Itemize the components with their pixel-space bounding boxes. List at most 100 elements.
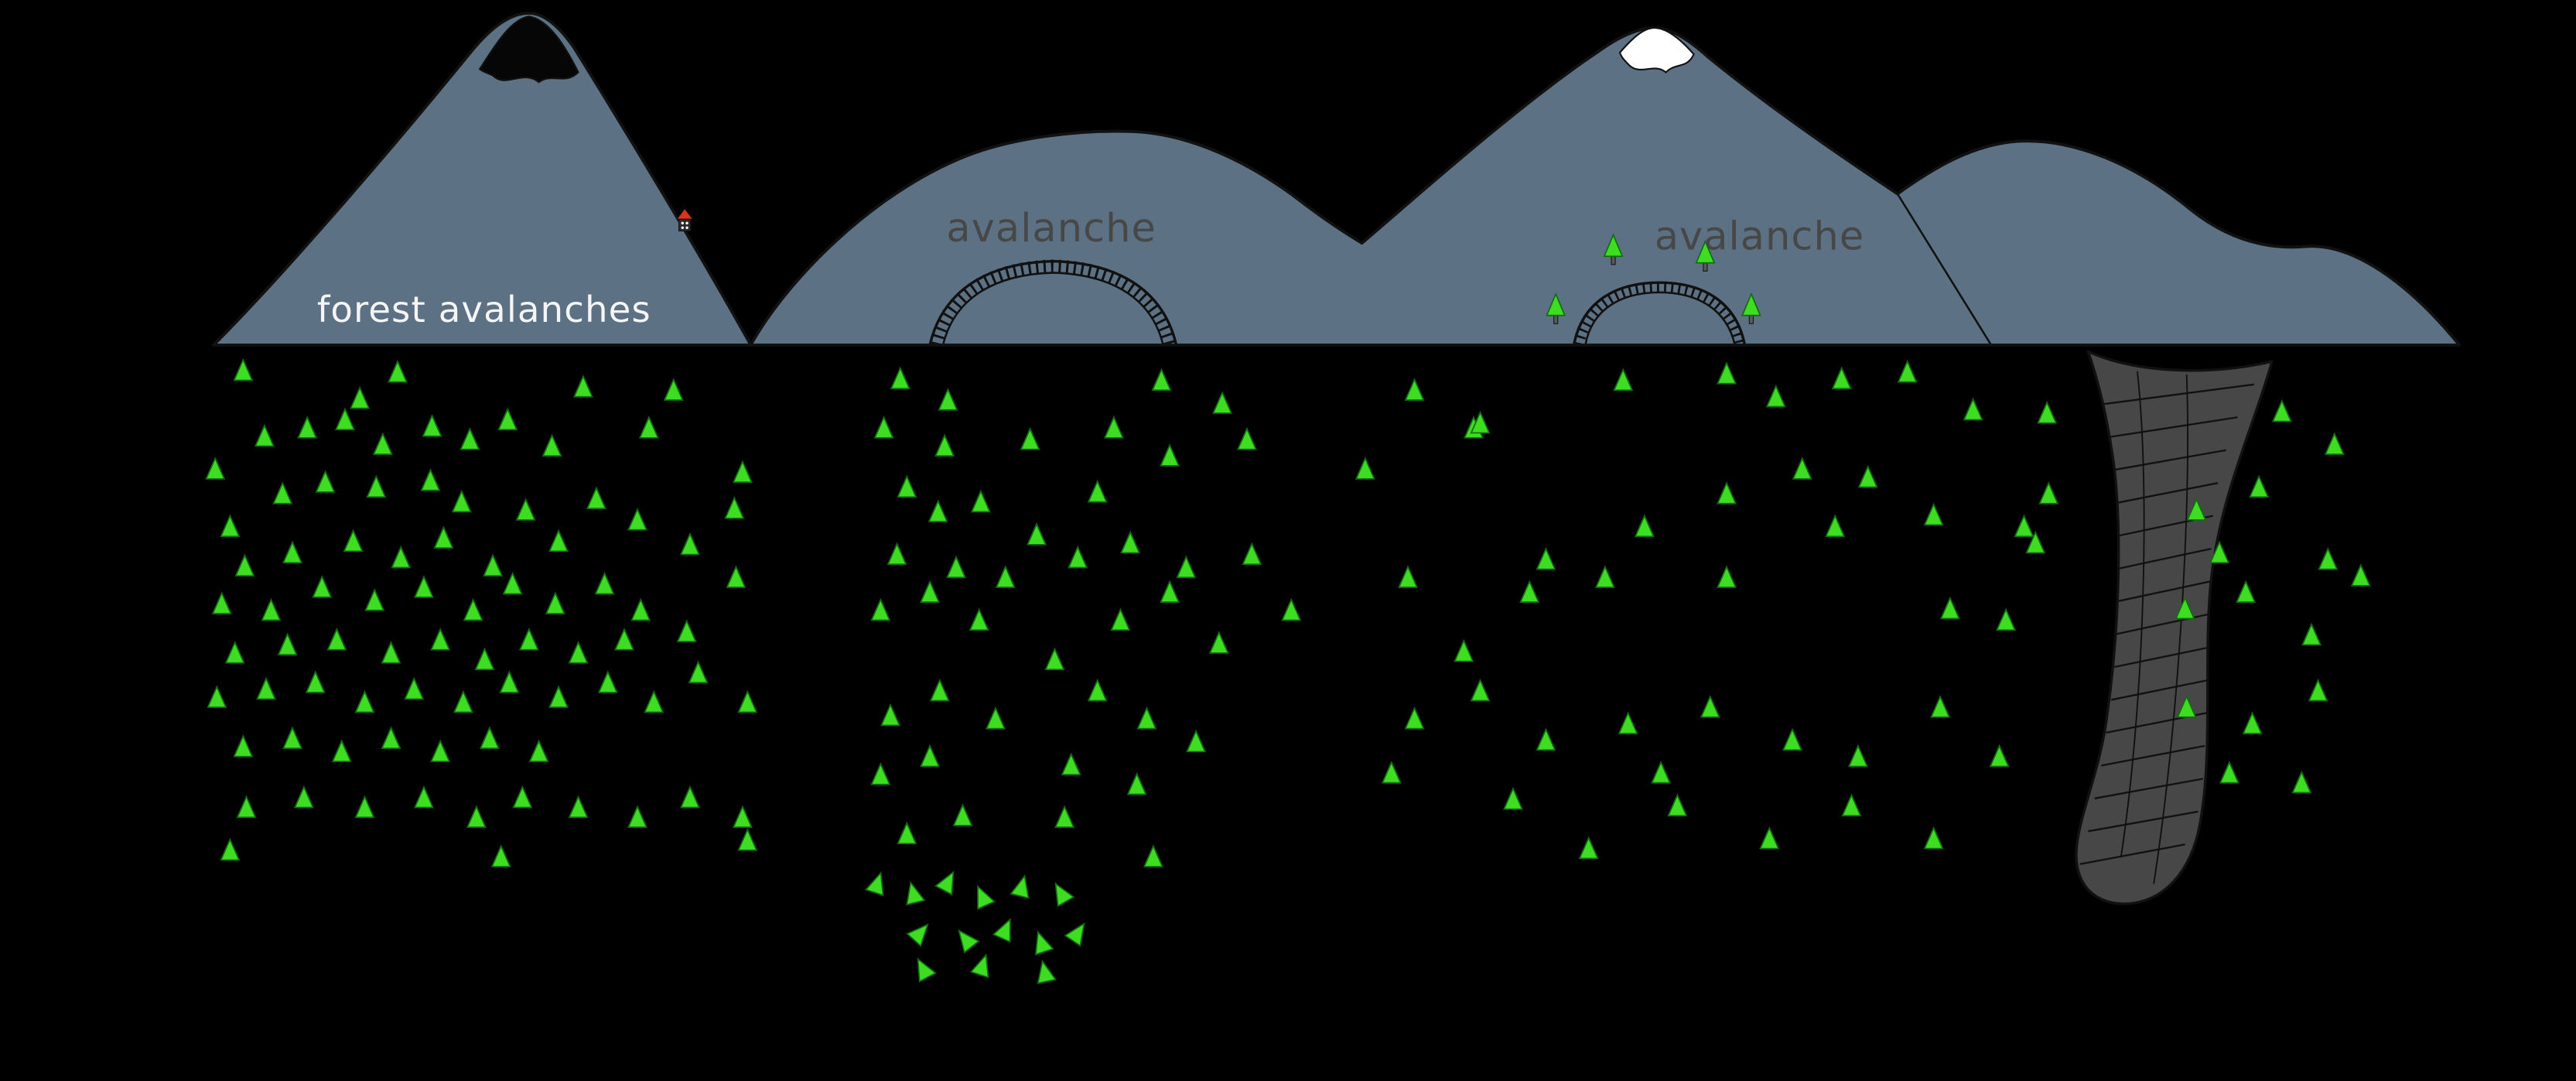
tree (391, 546, 411, 569)
cabin-window (685, 226, 688, 229)
tree (234, 554, 255, 576)
tree (452, 490, 472, 513)
tree (1717, 362, 1737, 385)
tree (1143, 845, 1163, 867)
avalanche-barrier-left (928, 259, 1178, 347)
tree (733, 460, 753, 483)
tree (569, 795, 589, 819)
tree (677, 620, 697, 642)
tree (890, 367, 910, 389)
tree (627, 806, 647, 828)
tree (1160, 580, 1180, 603)
tree (1120, 532, 1140, 554)
tree (1027, 523, 1047, 546)
tree (512, 786, 532, 809)
rock-peak (478, 15, 579, 84)
tree (1010, 873, 1034, 899)
tree (466, 806, 487, 828)
tree (1940, 597, 1960, 620)
tree (1503, 788, 1523, 810)
tree (1579, 836, 1599, 860)
tree (1963, 399, 1983, 421)
tree (460, 428, 480, 450)
tree (433, 526, 453, 549)
tree (870, 599, 890, 621)
tree (1028, 929, 1054, 956)
tree (970, 951, 996, 978)
tree (1212, 392, 1232, 414)
avalanche-barrier-right (1572, 281, 1747, 347)
tree (1792, 457, 1812, 480)
tree (255, 425, 275, 447)
tree (573, 375, 593, 398)
tree (1404, 378, 1425, 401)
avalanche-chute (2075, 350, 2274, 905)
tree (1281, 599, 1301, 621)
tree (422, 415, 442, 437)
tree (1020, 428, 1040, 450)
tree (480, 727, 500, 749)
tree (2325, 433, 2345, 455)
tree (205, 457, 225, 480)
tree (430, 740, 450, 762)
tree (1209, 631, 1229, 654)
tree (1782, 728, 1802, 751)
tree (969, 882, 996, 910)
tree (545, 592, 565, 614)
tree (598, 671, 618, 693)
chute-hatching (2079, 383, 2254, 865)
tree (529, 740, 549, 762)
tree (220, 839, 240, 861)
tree (870, 763, 890, 785)
tree (315, 470, 336, 493)
tree (1110, 608, 1130, 631)
tree (1404, 707, 1425, 730)
tree (381, 727, 401, 749)
tree (2318, 548, 2338, 570)
tree (278, 633, 298, 655)
tree (1088, 679, 1108, 702)
tree (1667, 794, 1687, 816)
tree (1044, 648, 1064, 671)
label-avalanche-right: avalanche (1655, 214, 1865, 260)
tree (986, 707, 1006, 730)
tree (297, 416, 317, 439)
tree (516, 498, 536, 521)
tree (1237, 428, 1257, 450)
tree (1759, 827, 1779, 850)
tree (1924, 827, 1944, 850)
tree (2014, 515, 2034, 538)
tree (499, 671, 519, 693)
tree (630, 599, 651, 621)
tree (1104, 416, 1124, 439)
mountain-range (212, 12, 2462, 347)
tree (1088, 481, 1108, 503)
tree (306, 671, 326, 693)
tree (627, 508, 647, 531)
tree (256, 677, 276, 700)
tree (1635, 515, 1655, 538)
tree (1996, 608, 2016, 631)
tree (312, 576, 332, 598)
tree (282, 541, 302, 564)
tree (233, 359, 253, 381)
tree (952, 804, 973, 826)
tree (1061, 753, 1081, 775)
tree (1519, 580, 1539, 603)
tree (542, 434, 562, 457)
tree (586, 487, 606, 509)
tree (1054, 806, 1074, 828)
tree (332, 740, 352, 762)
tree (2308, 679, 2328, 702)
tree (1825, 515, 1845, 538)
tree (920, 745, 940, 768)
tree (1595, 566, 1615, 588)
label-avalanche-left: avalanche (946, 206, 1156, 251)
tree (272, 482, 292, 505)
tree (261, 599, 281, 621)
tree (1832, 367, 1852, 389)
tree (569, 641, 589, 664)
tree (938, 388, 958, 411)
tree (1536, 548, 1556, 570)
tree (909, 954, 937, 983)
